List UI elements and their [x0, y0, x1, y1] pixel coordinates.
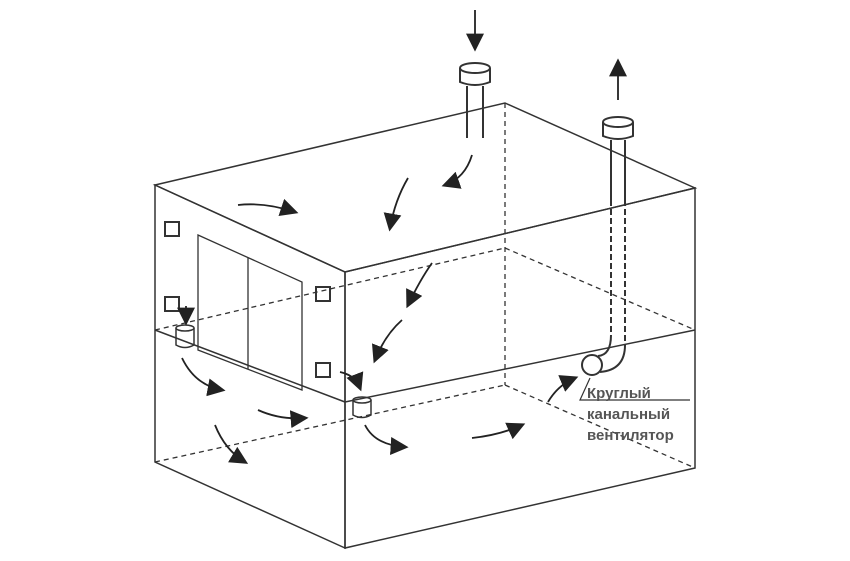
airflow-arrows [177, 10, 627, 464]
fan-label-line2: канальный [587, 406, 671, 423]
vent-grilles [164, 221, 331, 378]
fan-label-line1: Круглый [587, 385, 651, 402]
exhaust-pipe [597, 116, 634, 373]
duct-fan [581, 354, 603, 376]
hidden-edges [154, 103, 696, 469]
intake-pipe [459, 62, 491, 138]
door [197, 233, 303, 391]
label-leader [579, 377, 690, 401]
floor-diffusers [175, 324, 372, 419]
room-box [152, 102, 698, 550]
fan-label-line3: вентилятор [587, 427, 674, 444]
